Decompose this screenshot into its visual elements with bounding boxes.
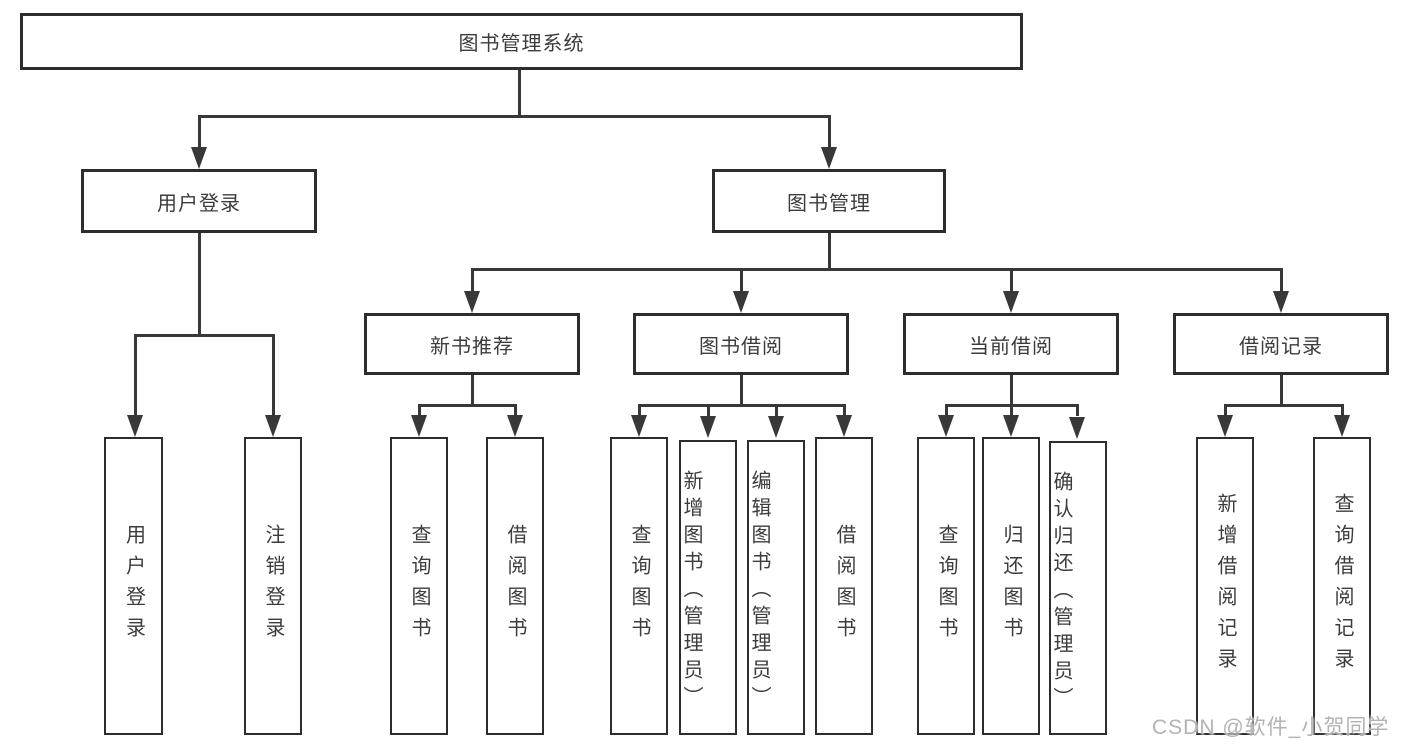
leaf-logout: 注销登录	[244, 437, 302, 735]
arrowhead-down-icon	[1273, 291, 1289, 313]
arrowhead-down-icon	[507, 415, 523, 437]
arrowhead-down-icon	[836, 415, 852, 437]
leaf-label: 查询图书	[628, 524, 650, 648]
connector-line	[272, 334, 275, 415]
leaf-return-books: 归还图书	[982, 437, 1040, 735]
arrowhead-down-icon	[768, 416, 784, 438]
node-user-login: 用户登录	[81, 169, 317, 233]
arrowhead-down-icon	[1003, 415, 1019, 437]
leaf-label: 确认归还（管理员）	[1050, 470, 1072, 714]
connector-line	[418, 404, 421, 416]
arrowhead-down-icon	[821, 147, 837, 169]
connector-line	[638, 404, 641, 416]
leaf-label: 新增借阅记录	[1214, 493, 1236, 679]
leaf-label: 编辑图书（管理员）	[748, 470, 770, 713]
connector-line	[471, 268, 474, 291]
connector-line	[1010, 404, 1013, 416]
leaf-query-borrow-record: 查询借阅记录	[1313, 437, 1371, 735]
connector-line	[418, 404, 517, 407]
connector-line	[518, 70, 521, 118]
connector-line	[775, 404, 778, 416]
connector-line	[740, 268, 743, 291]
connector-line	[471, 268, 1282, 271]
leaf-confirm-return-admin: 确认归还（管理员）	[1049, 441, 1107, 735]
arrowhead-down-icon	[1003, 291, 1019, 313]
leaf-label: 新增图书（管理员）	[680, 470, 702, 713]
arrowhead-down-icon	[191, 147, 207, 169]
arrowhead-down-icon	[733, 291, 749, 313]
connector-line	[828, 233, 831, 270]
node-label: 用户登录	[157, 192, 241, 215]
leaf-label: 注销登录	[262, 524, 284, 648]
connector-line	[1076, 404, 1079, 416]
node-label: 图书管理系统	[458, 33, 585, 55]
connector-line	[198, 115, 831, 118]
connector-line	[471, 375, 474, 406]
node-library-management-system: 图书管理系统	[20, 13, 1023, 70]
connector-line	[1010, 268, 1013, 291]
leaf-label: 查询图书	[408, 524, 430, 648]
arrowhead-down-icon	[464, 291, 480, 313]
connector-line	[514, 404, 517, 416]
leaf-query-books-recommend: 查询图书	[390, 437, 448, 735]
connector-line	[1280, 268, 1283, 291]
leaf-borrow-books-recommend: 借阅图书	[486, 437, 544, 735]
connector-line	[1224, 404, 1343, 407]
arrowhead-down-icon	[938, 415, 954, 437]
arrowhead-down-icon	[700, 416, 716, 438]
leaf-edit-books-admin: 编辑图书（管理员）	[747, 440, 805, 735]
connector-line	[1010, 375, 1013, 406]
connector-line	[638, 404, 846, 407]
node-book-borrow: 图书借阅	[633, 313, 849, 375]
node-new-book-recommend: 新书推荐	[364, 313, 580, 375]
connector-line	[1280, 375, 1283, 406]
leaf-label: 借阅图书	[504, 524, 526, 648]
connector-line	[945, 404, 948, 416]
leaf-add-books-admin: 新增图书（管理员）	[679, 440, 737, 735]
leaf-label: 归还图书	[1000, 524, 1022, 648]
node-label: 当前借阅	[969, 335, 1053, 358]
arrowhead-down-icon	[127, 415, 143, 437]
connector-line	[198, 233, 201, 336]
connector-line	[198, 115, 201, 147]
leaf-query-books-current: 查询图书	[917, 437, 975, 735]
leaf-query-books-borrow: 查询图书	[610, 437, 668, 735]
connector-line	[1341, 404, 1344, 416]
leaf-borrow-books: 借阅图书	[815, 437, 873, 735]
connector-line	[134, 334, 137, 415]
arrowhead-down-icon	[1217, 415, 1233, 437]
arrowhead-down-icon	[631, 415, 647, 437]
arrowhead-down-icon	[265, 415, 281, 437]
connector-line	[1224, 404, 1227, 416]
leaf-label: 用户登录	[122, 524, 145, 648]
node-label: 图书借阅	[699, 335, 783, 358]
node-label: 图书管理	[787, 192, 871, 215]
arrowhead-down-icon	[1334, 415, 1350, 437]
leaf-label: 借阅图书	[833, 524, 855, 648]
leaf-label: 查询借阅记录	[1331, 493, 1353, 679]
connector-line	[843, 404, 846, 416]
csdn-watermark: CSDN @软件_小贺同学	[1152, 716, 1390, 739]
node-label: 借阅记录	[1239, 335, 1323, 358]
node-current-borrow: 当前借阅	[903, 313, 1119, 375]
leaf-label: 查询图书	[935, 524, 957, 648]
node-borrow-records: 借阅记录	[1173, 313, 1389, 375]
arrowhead-down-icon	[411, 415, 427, 437]
node-label: 新书推荐	[430, 335, 514, 358]
connector-line	[134, 334, 275, 337]
connector-line	[740, 375, 743, 406]
leaf-add-borrow-record: 新增借阅记录	[1196, 437, 1254, 735]
node-book-management: 图书管理	[712, 169, 946, 233]
leaf-user-login: 用户登录	[104, 437, 163, 735]
connector-line	[707, 404, 710, 416]
arrowhead-down-icon	[1069, 417, 1085, 439]
connector-line	[828, 115, 831, 147]
